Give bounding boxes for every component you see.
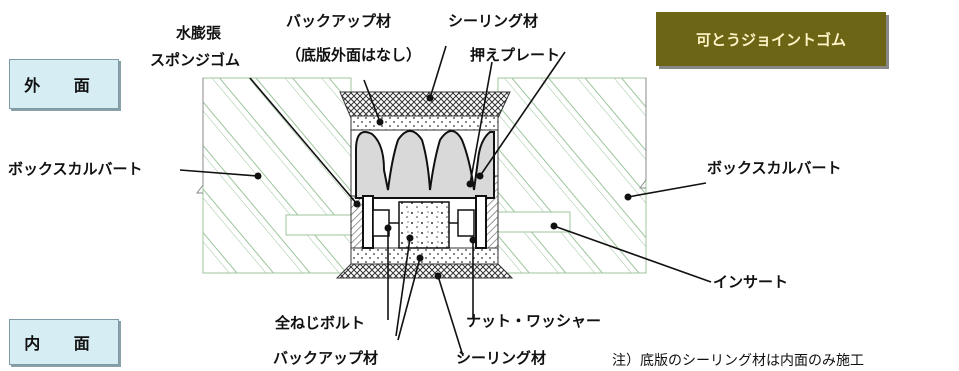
label-backup-bottom: バックアップ材: [273, 349, 379, 367]
leader-lines: [179, 45, 712, 357]
label-nut-washer: ナット・ワッシャー: [466, 312, 602, 330]
backup-top: [350, 115, 499, 131]
outer-face-box: 外 面: [9, 59, 119, 109]
nut-right: [457, 209, 475, 237]
title-box-label: 可とうジョイントゴム: [695, 30, 846, 49]
flexible-joint-rubber-title: 可とうジョイントゴム: [656, 12, 886, 66]
outer-face-label: 外 面: [24, 76, 104, 95]
press-plate-right: [475, 195, 487, 249]
label-backup-top-note: （底版外面はなし）: [286, 46, 422, 64]
box-culvert-right-slab: [497, 77, 647, 274]
label-sealing-bottom: シーリング材: [456, 349, 547, 367]
label-insert: インサート: [713, 273, 789, 291]
nut-left: [372, 209, 390, 237]
label-box-culvert-right: ボックスカルバート: [707, 159, 842, 177]
label-backup-top: バックアップ材: [286, 12, 392, 30]
footnote: 注）底版のシーリング材は内面のみ施工: [612, 353, 864, 369]
label-box-culvert-left: ボックスカルバート: [8, 160, 143, 178]
label-water-swell-2: スポンジゴム: [150, 51, 241, 69]
press-plate-left: [362, 195, 374, 249]
inner-face-label: 内 面: [24, 334, 104, 353]
sealing-bottom: [335, 263, 514, 279]
insert-left: [285, 214, 353, 236]
backup-bottom: [350, 247, 499, 265]
inner-face-box: 内 面: [9, 319, 119, 365]
label-press-plate: 押えプレート: [470, 46, 561, 64]
insert-right: [497, 211, 571, 233]
label-sealing-top: シーリング材: [448, 12, 539, 30]
label-water-swell-1: 水膨張: [176, 24, 222, 42]
label-full-thread-bolt: 全ねじボルト: [275, 314, 366, 332]
